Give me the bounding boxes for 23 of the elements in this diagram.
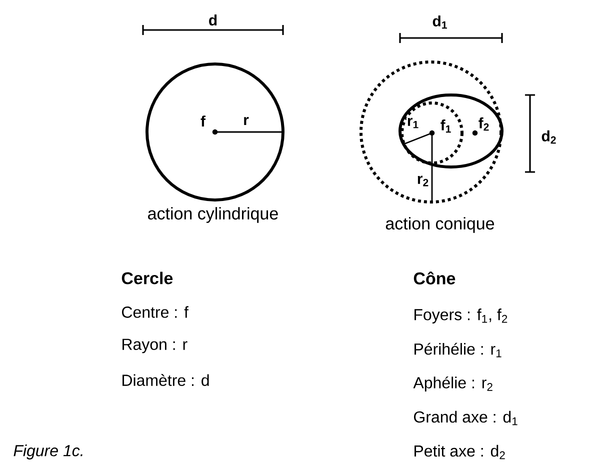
circle-shape — [146, 62, 284, 202]
symbol-label: r — [244, 116, 249, 126]
symbol-label: f$_{1}$ — [440, 119, 451, 133]
figure-caption: Figure 1c. — [14, 444, 82, 460]
heading: Cône — [414, 272, 456, 284]
legend-text: Aphélie : r$_{2}$ — [413, 376, 492, 392]
ellipse-shape — [398, 94, 504, 168]
legend-text: Grand axe : d$_{1}$ — [414, 410, 518, 426]
symbol-label: f$_{2}$ — [478, 117, 489, 131]
node-label: action conique — [386, 217, 494, 233]
node-label: action cylindrique — [148, 207, 278, 223]
symbol-label: d — [209, 14, 217, 26]
legend-text: Diamètre : d — [122, 374, 209, 386]
symbol-label: r$_{1}$ — [406, 117, 420, 129]
heading: Cercle — [122, 272, 173, 284]
legend-text: Périhélie : r$_{1}$ — [414, 342, 502, 358]
symbol-label: f — [200, 116, 206, 126]
symbol-label: d$_{1}$ — [432, 15, 447, 29]
legend-text: Rayon : r — [122, 338, 188, 354]
legend-text: Petit axe : d$_{2}$ — [414, 444, 505, 460]
symbol-label: d$_{2}$ — [542, 130, 556, 144]
legend-text: Foyers : f$_{1}$, f$_{2}$ — [414, 308, 508, 324]
legend-text: Centre : f — [122, 306, 188, 318]
